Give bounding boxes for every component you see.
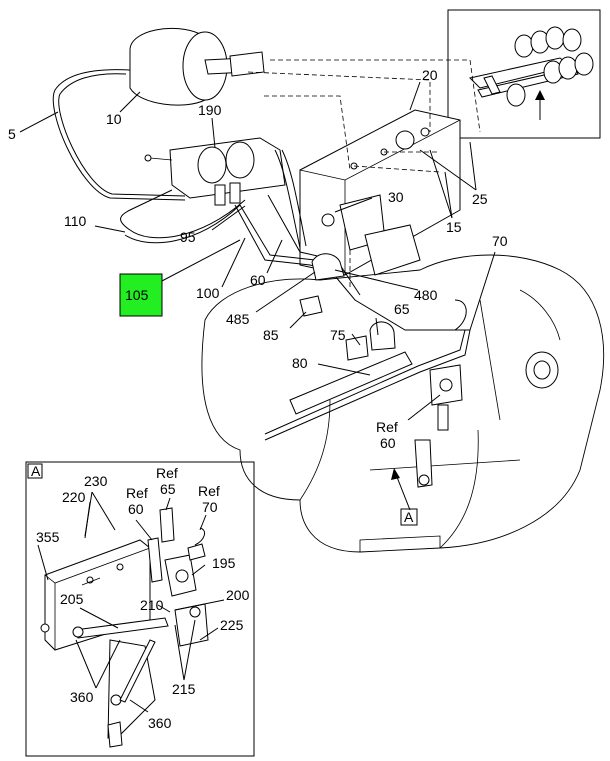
- valve-assembly: [144, 137, 286, 206]
- callout-230: 230: [84, 473, 108, 489]
- callout-80: 80: [292, 355, 308, 371]
- callout-210: 210: [140, 597, 164, 613]
- callout-360-b: 360: [148, 715, 172, 731]
- lever-bar: [289, 351, 413, 415]
- vehicle-locator-inset: [447, 9, 601, 139]
- inset-ref-60-ref: Ref: [126, 485, 148, 501]
- callout-100: 100: [196, 285, 220, 301]
- callout-labels: 5 10 190 20 25 15 30 110 95 105 100 60 7…: [8, 67, 508, 525]
- callout-ref-60-num: 60: [380, 435, 396, 451]
- chassis-illustration: [469, 26, 594, 107]
- inset-ref-65-num: 65: [160, 481, 176, 497]
- view-a-indicator: [391, 468, 418, 526]
- highlight-105: [119, 273, 163, 317]
- inset-ref-70-num: 70: [202, 499, 218, 515]
- inset-linkage: [72, 603, 209, 748]
- clamps: [299, 253, 396, 361]
- callout-225: 225: [220, 617, 244, 633]
- transmission-valve: [414, 364, 463, 488]
- inset-ref-60-num: 60: [128, 501, 144, 517]
- callout-5: 5: [8, 126, 16, 142]
- callout-70: 70: [492, 233, 508, 249]
- callout-190: 190: [198, 102, 222, 118]
- callout-30: 30: [388, 189, 404, 205]
- inset-ref-65-ref: Ref: [156, 465, 178, 481]
- callout-10: 10: [106, 111, 122, 127]
- detail-view-a: [25, 461, 255, 757]
- locator-arrow: [535, 90, 545, 120]
- callout-85: 85: [263, 327, 279, 343]
- mounting-bracket: [299, 109, 461, 276]
- inset-a-tag: A: [31, 463, 41, 479]
- callout-360-a: 360: [70, 689, 94, 705]
- callout-20: 20: [422, 67, 438, 83]
- callout-355: 355: [36, 529, 60, 545]
- air-tank: [129, 27, 265, 106]
- callout-105: 105: [125, 287, 149, 303]
- leader-lines: [19, 81, 496, 421]
- callout-195: 195: [212, 555, 236, 571]
- callout-220: 220: [62, 489, 86, 505]
- callout-15: 15: [446, 219, 462, 235]
- callout-95: 95: [180, 229, 196, 245]
- callout-200: 200: [226, 587, 250, 603]
- locating-lines: [247, 59, 481, 290]
- callout-205: 205: [60, 591, 84, 607]
- inset-ref-70-ref: Ref: [198, 483, 220, 499]
- view-a-marker: A: [404, 509, 414, 525]
- callout-25: 25: [472, 191, 488, 207]
- inset-bracket-plate: [40, 539, 151, 651]
- callout-65: 65: [394, 301, 410, 317]
- callout-110: 110: [64, 213, 87, 229]
- engine-transmission-housing: [201, 254, 605, 553]
- callout-485: 485: [226, 311, 250, 327]
- callout-60: 60: [250, 272, 266, 288]
- inset-a-labels: A 230 220 Ref 60 Ref 65 Ref 70 355 195 2…: [31, 463, 250, 731]
- callout-75: 75: [330, 327, 346, 343]
- inset-valve: [147, 507, 206, 597]
- inset-leader-lines: [37, 491, 225, 713]
- callout-ref-60-ref: Ref: [376, 419, 398, 435]
- callout-215: 215: [172, 681, 196, 697]
- callout-480: 480: [414, 287, 438, 303]
